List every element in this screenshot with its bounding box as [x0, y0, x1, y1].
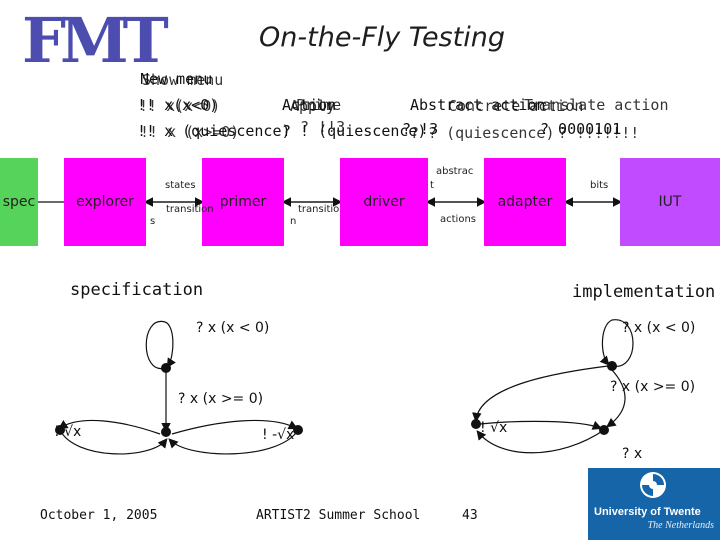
bits-label: bits [590, 180, 609, 191]
line2-right-2: ? !!!!!!! [558, 124, 640, 142]
left-state-mid [161, 427, 171, 437]
fmt-logo: FMT [22, 10, 169, 78]
driver-block: driver [340, 158, 428, 246]
primer-block: primer [202, 158, 284, 246]
university-name: University of Twente [594, 506, 701, 518]
iut-block: IUT [620, 158, 720, 246]
line2-mid-alt: ? !!3 [300, 118, 346, 136]
driver-label: driver [363, 194, 405, 210]
right-self-loop [599, 319, 634, 367]
primer-label: primer [219, 194, 267, 210]
left-out-negsqrt [171, 419, 299, 435]
line2-mid: ? ! (quiescence) [282, 122, 427, 140]
footer-date: October 1, 2005 [40, 508, 158, 523]
right-return [476, 429, 605, 454]
line2-mid2-b: ? ? (quiescence) [410, 124, 555, 142]
line1-left-1: !! x(x<0) [137, 96, 219, 114]
spec-label: spec [2, 194, 36, 210]
line1-right-3: Translate action [524, 96, 669, 114]
right-to-mid [472, 365, 609, 423]
right-state-top [607, 361, 617, 371]
adapter-label: adapter [497, 194, 553, 210]
spec-block: spec [0, 158, 38, 246]
slide-title: On-the-Fly Testing [0, 22, 720, 53]
line1-center-1: Action [282, 96, 337, 114]
right-state-mid [471, 419, 481, 429]
left-return-right [168, 429, 299, 455]
iut-label: IUT [658, 194, 682, 210]
right-self-loop-label: ? x (x < 0) [622, 320, 696, 336]
state-diagrams [55, 319, 634, 455]
right-bottom-label: ? x [622, 446, 643, 462]
right-edge-label: ? x (x >= 0) [610, 379, 696, 395]
actions-label: actions [440, 214, 476, 225]
footer-event: ARTIST2 Summer School [256, 508, 421, 523]
adapter-block: adapter [484, 158, 566, 246]
transitions-label-d: n [290, 216, 297, 227]
left-out1-label: ! √x [54, 424, 82, 440]
right-edge-xge0 [606, 369, 626, 428]
implementation-label: implementation [572, 282, 716, 302]
states-label: states [165, 180, 196, 191]
line2-mid2: ? !3 [402, 120, 439, 138]
line1-left-2: !! x(x<0) [139, 97, 221, 115]
slide-title-text: On-the-Fly Testing [259, 22, 505, 53]
line1-right-1: Abstract action [410, 96, 546, 114]
university-country: The Netherlands [647, 520, 714, 531]
right-out-label: ! √x [480, 420, 508, 436]
line2-left: !! x (quiescence) [137, 122, 291, 140]
specification-label: specification [70, 280, 204, 300]
left-edge-label: ? x (x >= 0) [178, 391, 264, 407]
menu-overlay-2: Show menu [142, 71, 224, 89]
abstract-label-t: t [430, 180, 434, 191]
right-out-sqrt [479, 420, 603, 430]
menu-overlay-1: New menu [140, 70, 213, 88]
line1-center-3: Prime [296, 96, 342, 114]
line1-right-2: Concrete action [448, 97, 584, 115]
left-self-loop [145, 321, 176, 369]
transitions-label-c: transitio [298, 204, 340, 215]
left-self-loop-label: ? x (x < 0) [196, 320, 270, 336]
left-return-left [59, 429, 168, 455]
transitions-label-a: transition [166, 204, 214, 215]
pipeline-connectors [38, 197, 623, 207]
left-state-top [161, 363, 171, 373]
line1-center-2: Apply [290, 97, 336, 115]
transitions-label-b: s [150, 216, 156, 227]
abstract-label-top: abstrac [436, 166, 474, 177]
explorer-label: explorer [76, 194, 134, 210]
left-out-sqrt [57, 419, 161, 435]
line2-right-1: ? 0000101 [540, 120, 622, 138]
left-out2-label: ! -√x [262, 427, 295, 443]
fmt-logo-text: FMT [22, 4, 169, 77]
explorer-block: explorer [64, 158, 146, 246]
university-logo: University of Twente The Netherlands [588, 468, 720, 540]
university-emblem-icon [640, 472, 666, 498]
footer-page: 43 [462, 508, 478, 523]
line2-left-alt: !! x (x>=0) [140, 123, 240, 141]
